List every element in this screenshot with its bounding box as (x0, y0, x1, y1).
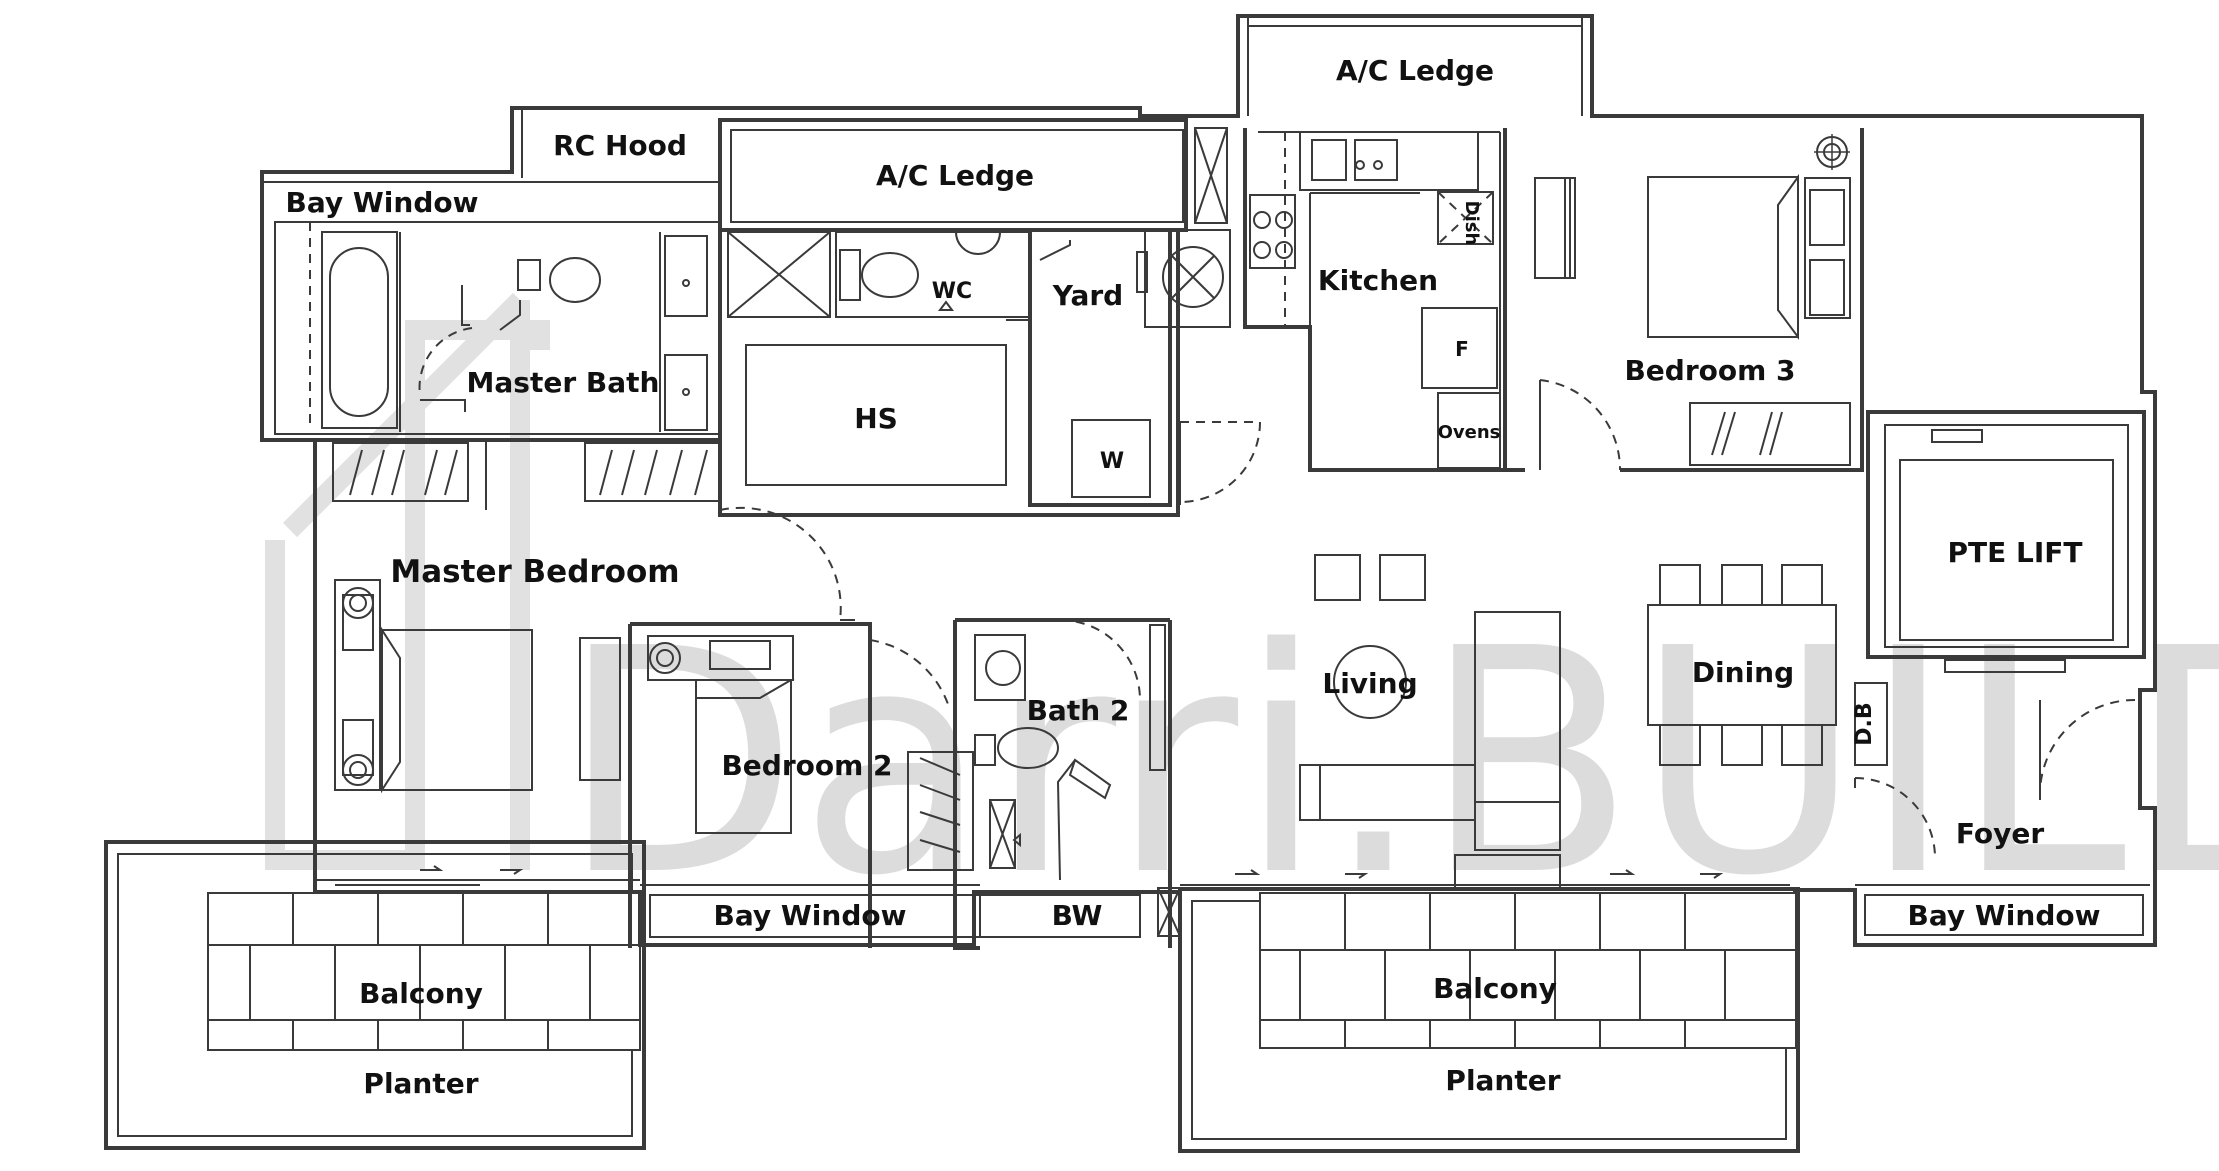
living-dining-furniture (1180, 554, 1837, 891)
pte-lift-zone (1866, 410, 2146, 673)
master-bath-zone (274, 221, 721, 435)
label-w: W (1100, 449, 1124, 474)
label-planter-right: Planter (1445, 1064, 1560, 1097)
label-bedroom2: Bedroom 2 (721, 749, 892, 782)
label-yard: Yard (1052, 279, 1123, 312)
label-bw: BW (1052, 899, 1103, 932)
foyer-zone (1854, 682, 2150, 936)
label-pte-lift: PTE LIFT (1948, 536, 2083, 569)
label-db: D.B (1852, 702, 1877, 745)
label-ac-ledge: A/C Ledge (876, 159, 1034, 192)
master-bedroom-zone (315, 438, 855, 886)
label-rc-hood: RC Hood (553, 129, 687, 162)
label-living: Living (1322, 667, 1417, 700)
room-labels: A/C Ledge RC Hood A/C Ledge Bay Window M… (286, 54, 2101, 1100)
label-ac-ledge-top: A/C Ledge (1336, 54, 1494, 87)
outer-walls (260, 14, 2157, 947)
label-ovens: Ovens (1438, 422, 1501, 443)
watermark-text: Darri.BUILD (560, 583, 2219, 944)
bedroom3-zone (1503, 128, 1864, 472)
label-dish: Dish (1461, 201, 1482, 246)
label-fridge: F (1455, 337, 1469, 361)
label-bath2: Bath 2 (1027, 694, 1130, 727)
label-balcony-right: Balcony (1433, 972, 1557, 1005)
label-bay-window-bed2: Bay Window (714, 899, 907, 932)
label-kitchen: Kitchen (1318, 264, 1438, 297)
right-balcony-planter (1178, 887, 1800, 1153)
label-bay-window-foyer: Bay Window (1908, 899, 2101, 932)
label-master-bath: Master Bath (467, 366, 660, 399)
kitchen-zone (1179, 128, 1505, 505)
label-wc: WC (932, 279, 972, 304)
label-dining: Dining (1692, 656, 1794, 689)
bedroom2-zone (628, 622, 981, 948)
label-hs: HS (854, 402, 898, 435)
label-balcony-left: Balcony (359, 977, 483, 1010)
label-foyer: Foyer (1956, 817, 2044, 850)
watermark-logo: Darri.BUILD (265, 292, 2219, 944)
label-master-bedroom: Master Bedroom (390, 554, 679, 590)
label-bedroom3: Bedroom 3 (1624, 354, 1795, 387)
label-planter-left: Planter (363, 1067, 478, 1100)
bath2-zone (907, 618, 1181, 950)
label-bay-window-master: Bay Window (286, 186, 479, 219)
